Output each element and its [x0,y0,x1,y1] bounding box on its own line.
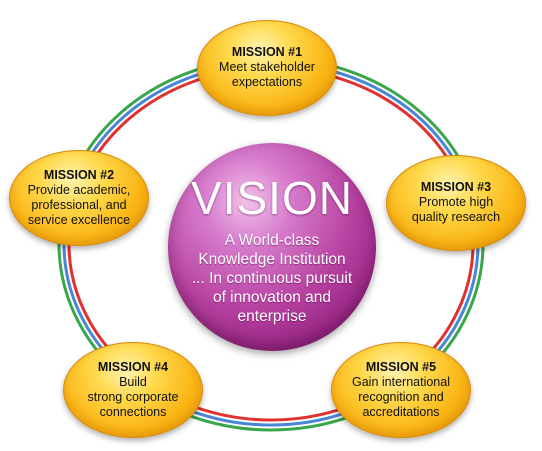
vision-line: A World-class [224,232,320,249]
mission-title: MISSION #5 [365,359,437,374]
mission-title: MISSION #3 [420,180,492,194]
mission-line: service excellence [27,212,131,227]
vision-line: of innovation and [212,289,332,306]
mission-1-ellipse: MISSION #1 Meet stakeholder expectations [197,20,337,116]
vision-circle: VISION A World-class Knowledge Instituti… [168,143,376,351]
mission-line: Gain international [352,374,450,389]
mission-line: strong corporate [87,389,179,404]
mission-4-ellipse: MISSION #4 Build strong corporate connec… [63,342,203,438]
mission-line: connections [99,404,167,419]
mission-title: MISSION #1 [231,45,303,59]
mission-line: recognition and [358,389,444,404]
mission-line: expectations [231,75,303,89]
mission-line: Build [119,374,147,389]
mission-line: Promote high [418,195,494,209]
mission-line: Meet stakeholder [219,60,315,74]
mission-3-ellipse: MISSION #3 Promote high quality research [386,155,526,251]
vision-statement: A World-class Knowledge Institution ... … [178,231,366,326]
mission-2-ellipse: MISSION #2 Provide academic, professiona… [9,150,149,246]
mission-title: MISSION #4 [97,359,169,374]
mission-5-ellipse: MISSION #5 Gain international recognitio… [331,342,471,438]
vision-title: VISION [191,172,353,224]
mission-line: Provide academic, [27,182,131,197]
mission-line: quality research [411,210,501,224]
mission-line: professional, and [31,197,127,212]
mission-line: accreditations [362,404,440,419]
vision-line: ... In continuous pursuit [191,270,353,287]
vision-line: Knowledge Institution [198,251,346,268]
vision-line: enterprise [237,308,307,325]
mission-title: MISSION #2 [43,167,115,182]
